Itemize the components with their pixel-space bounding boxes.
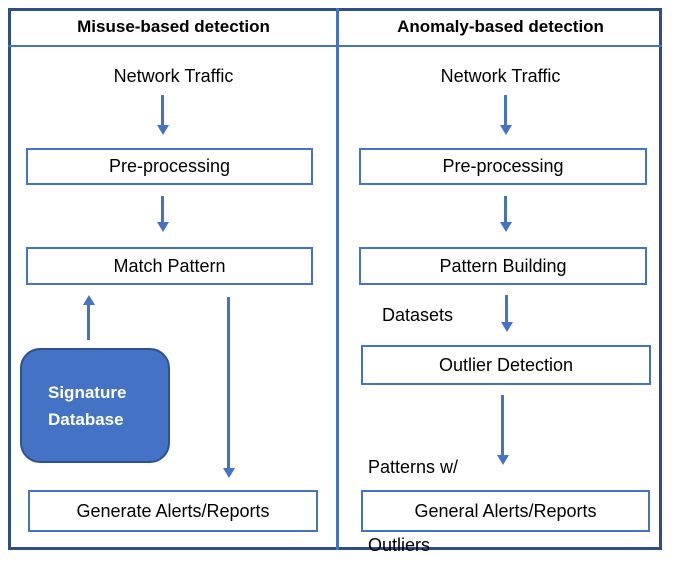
node-generate-alerts-reports: Generate Alerts/Reports bbox=[28, 490, 318, 532]
arrow-down-icon bbox=[161, 95, 164, 125]
header-anomaly-based: Anomaly-based detection bbox=[397, 17, 604, 36]
patterns-line2: Outliers bbox=[368, 535, 431, 555]
header-divider bbox=[8, 45, 662, 47]
arrow-down-icon bbox=[161, 196, 164, 222]
node-general-alerts-reports: General Alerts/Reports bbox=[361, 490, 650, 532]
arrow-down-icon bbox=[504, 196, 507, 222]
datasets-edge-label: Datasets bbox=[382, 305, 454, 325]
arrow-up-icon bbox=[87, 305, 90, 340]
outer-frame bbox=[8, 8, 662, 550]
node-pattern-building: Pattern Building bbox=[359, 247, 647, 285]
patterns-line1: Patterns w/ bbox=[368, 457, 459, 477]
node-preprocessing-anomaly: Pre-processing bbox=[359, 148, 647, 185]
arrow-down-icon bbox=[505, 295, 508, 322]
header-misuse-based: Misuse-based detection bbox=[77, 17, 270, 36]
node-signature-database: Signature Database bbox=[20, 348, 170, 463]
signature-database-line2: Database bbox=[48, 409, 124, 429]
column-divider bbox=[336, 8, 339, 550]
network-traffic-label-misuse: Network Traffic bbox=[113, 66, 234, 86]
patterns-w-outliers-edge-label: Patterns w/ Outliers bbox=[368, 402, 458, 570]
node-preprocessing-misuse: Pre-processing bbox=[26, 148, 313, 185]
node-outlier-detection: Outlier Detection bbox=[361, 345, 651, 385]
arrow-down-icon bbox=[227, 297, 230, 468]
signature-database-line1: Signature bbox=[48, 382, 127, 402]
node-match-pattern: Match Pattern bbox=[26, 247, 313, 285]
network-traffic-label-anomaly: Network Traffic bbox=[440, 66, 561, 86]
arrow-down-icon bbox=[504, 95, 507, 125]
arrow-down-icon bbox=[501, 395, 504, 455]
